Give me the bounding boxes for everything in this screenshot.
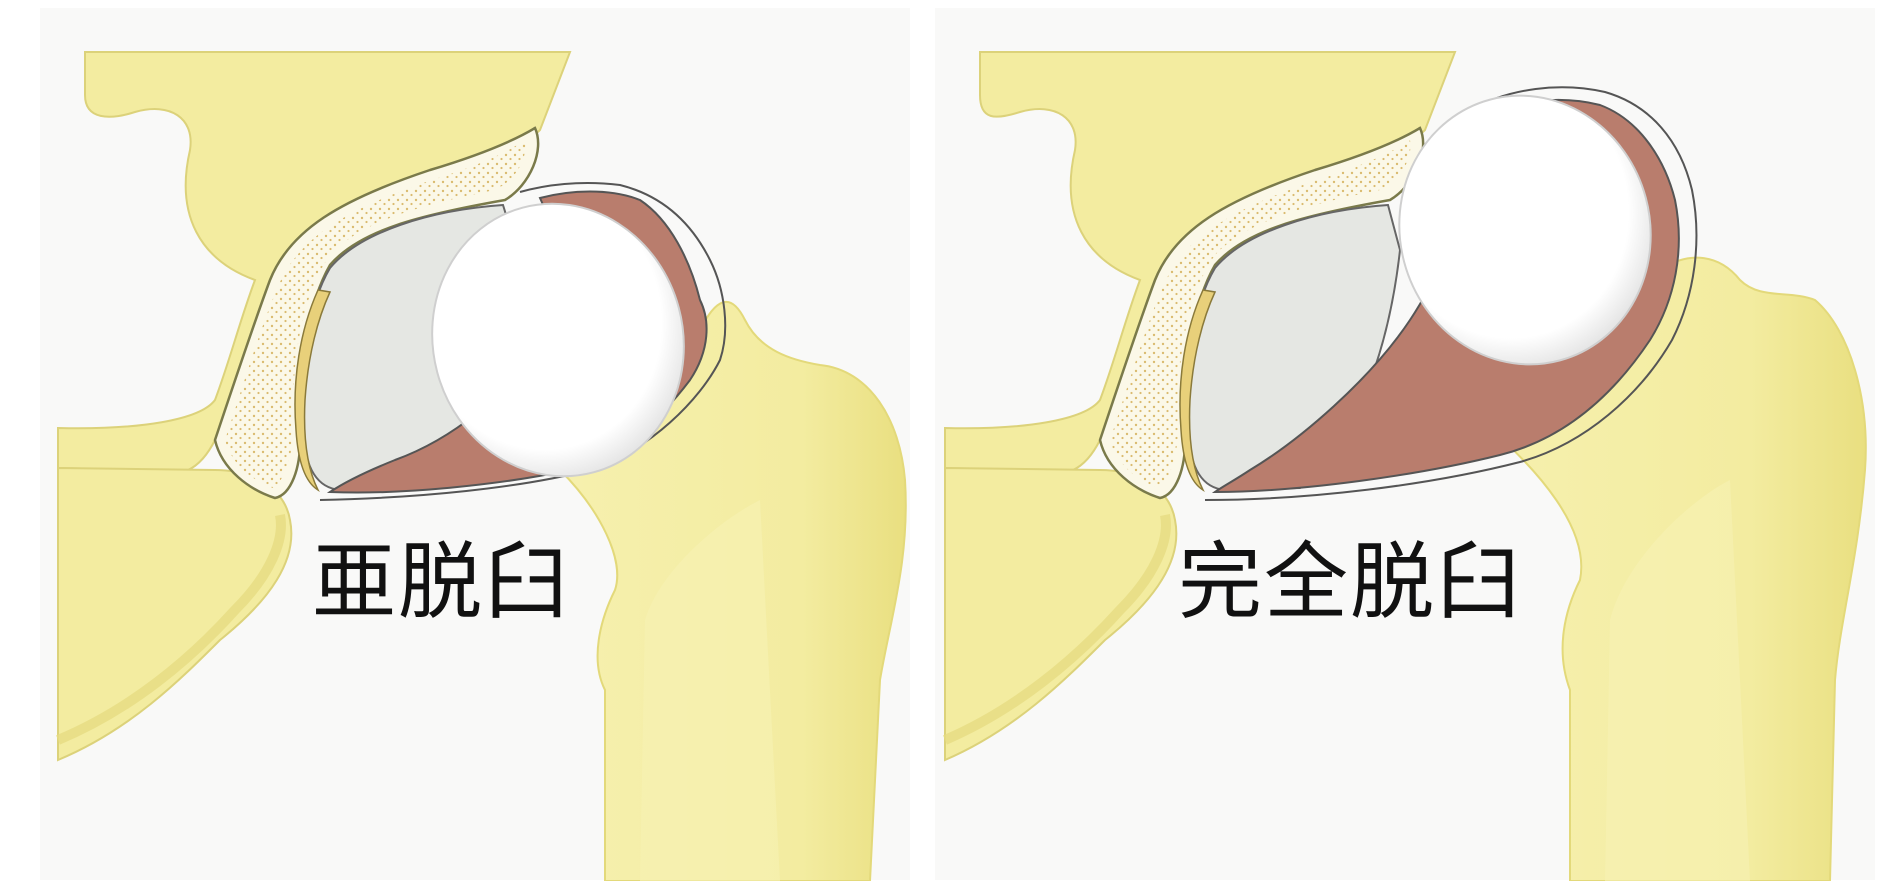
label-subluxation: 亜脱臼: [312, 540, 570, 624]
panel-complete-dislocation: [935, 8, 1875, 881]
panel-subluxation: [40, 8, 910, 881]
label-complete-dislocation: 完全脱臼: [1178, 540, 1522, 624]
